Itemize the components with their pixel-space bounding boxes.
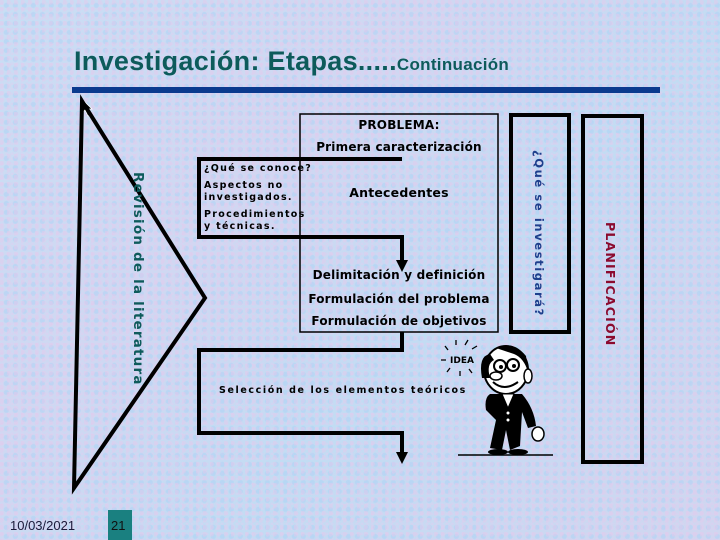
review-label: Revisión de la literatura [130,172,146,386]
planificacion-box [581,114,644,464]
title-divider [72,87,660,93]
problem-subheading: Primera caracterización [316,140,482,154]
known-item: ¿Qué se conoce? [204,163,313,174]
thinking-man-cartoon-icon: IDEA [441,339,553,456]
idea-badge: IDEA [450,356,474,366]
page-number-box [108,510,132,540]
review-triangle [71,94,208,495]
known-item: Procedimientos y técnicas. [204,209,306,232]
investigar-label: ¿Qué se investigará? [532,150,546,317]
problem-item: Delimitación y definición [312,268,486,282]
problem-item: Formulación del problema [308,292,490,306]
problem-heading: PROBLEMA: [358,118,440,132]
title-main: Investigación: Etapas..... [74,46,397,76]
investigar-box [509,113,571,334]
page-number: 21 [111,518,126,533]
problem-item: Formulación de objetivos [311,314,487,328]
problem-box [299,113,499,333]
title-sub: Continuación [396,55,510,74]
antecedentes-label: Antecedentes [349,185,449,200]
known-box-outline [197,157,404,262]
footer-date: 10/03/2021 [10,518,76,533]
theory-label: Selección de los elementos teóricos [219,385,467,396]
theory-box-outline [197,332,404,453]
known-item: Aspectos no investigados. [204,180,293,203]
slide-title: Investigación: Etapas.....Continuación [74,46,509,77]
planificacion-label: PLANIFICACIÓN [603,222,618,347]
